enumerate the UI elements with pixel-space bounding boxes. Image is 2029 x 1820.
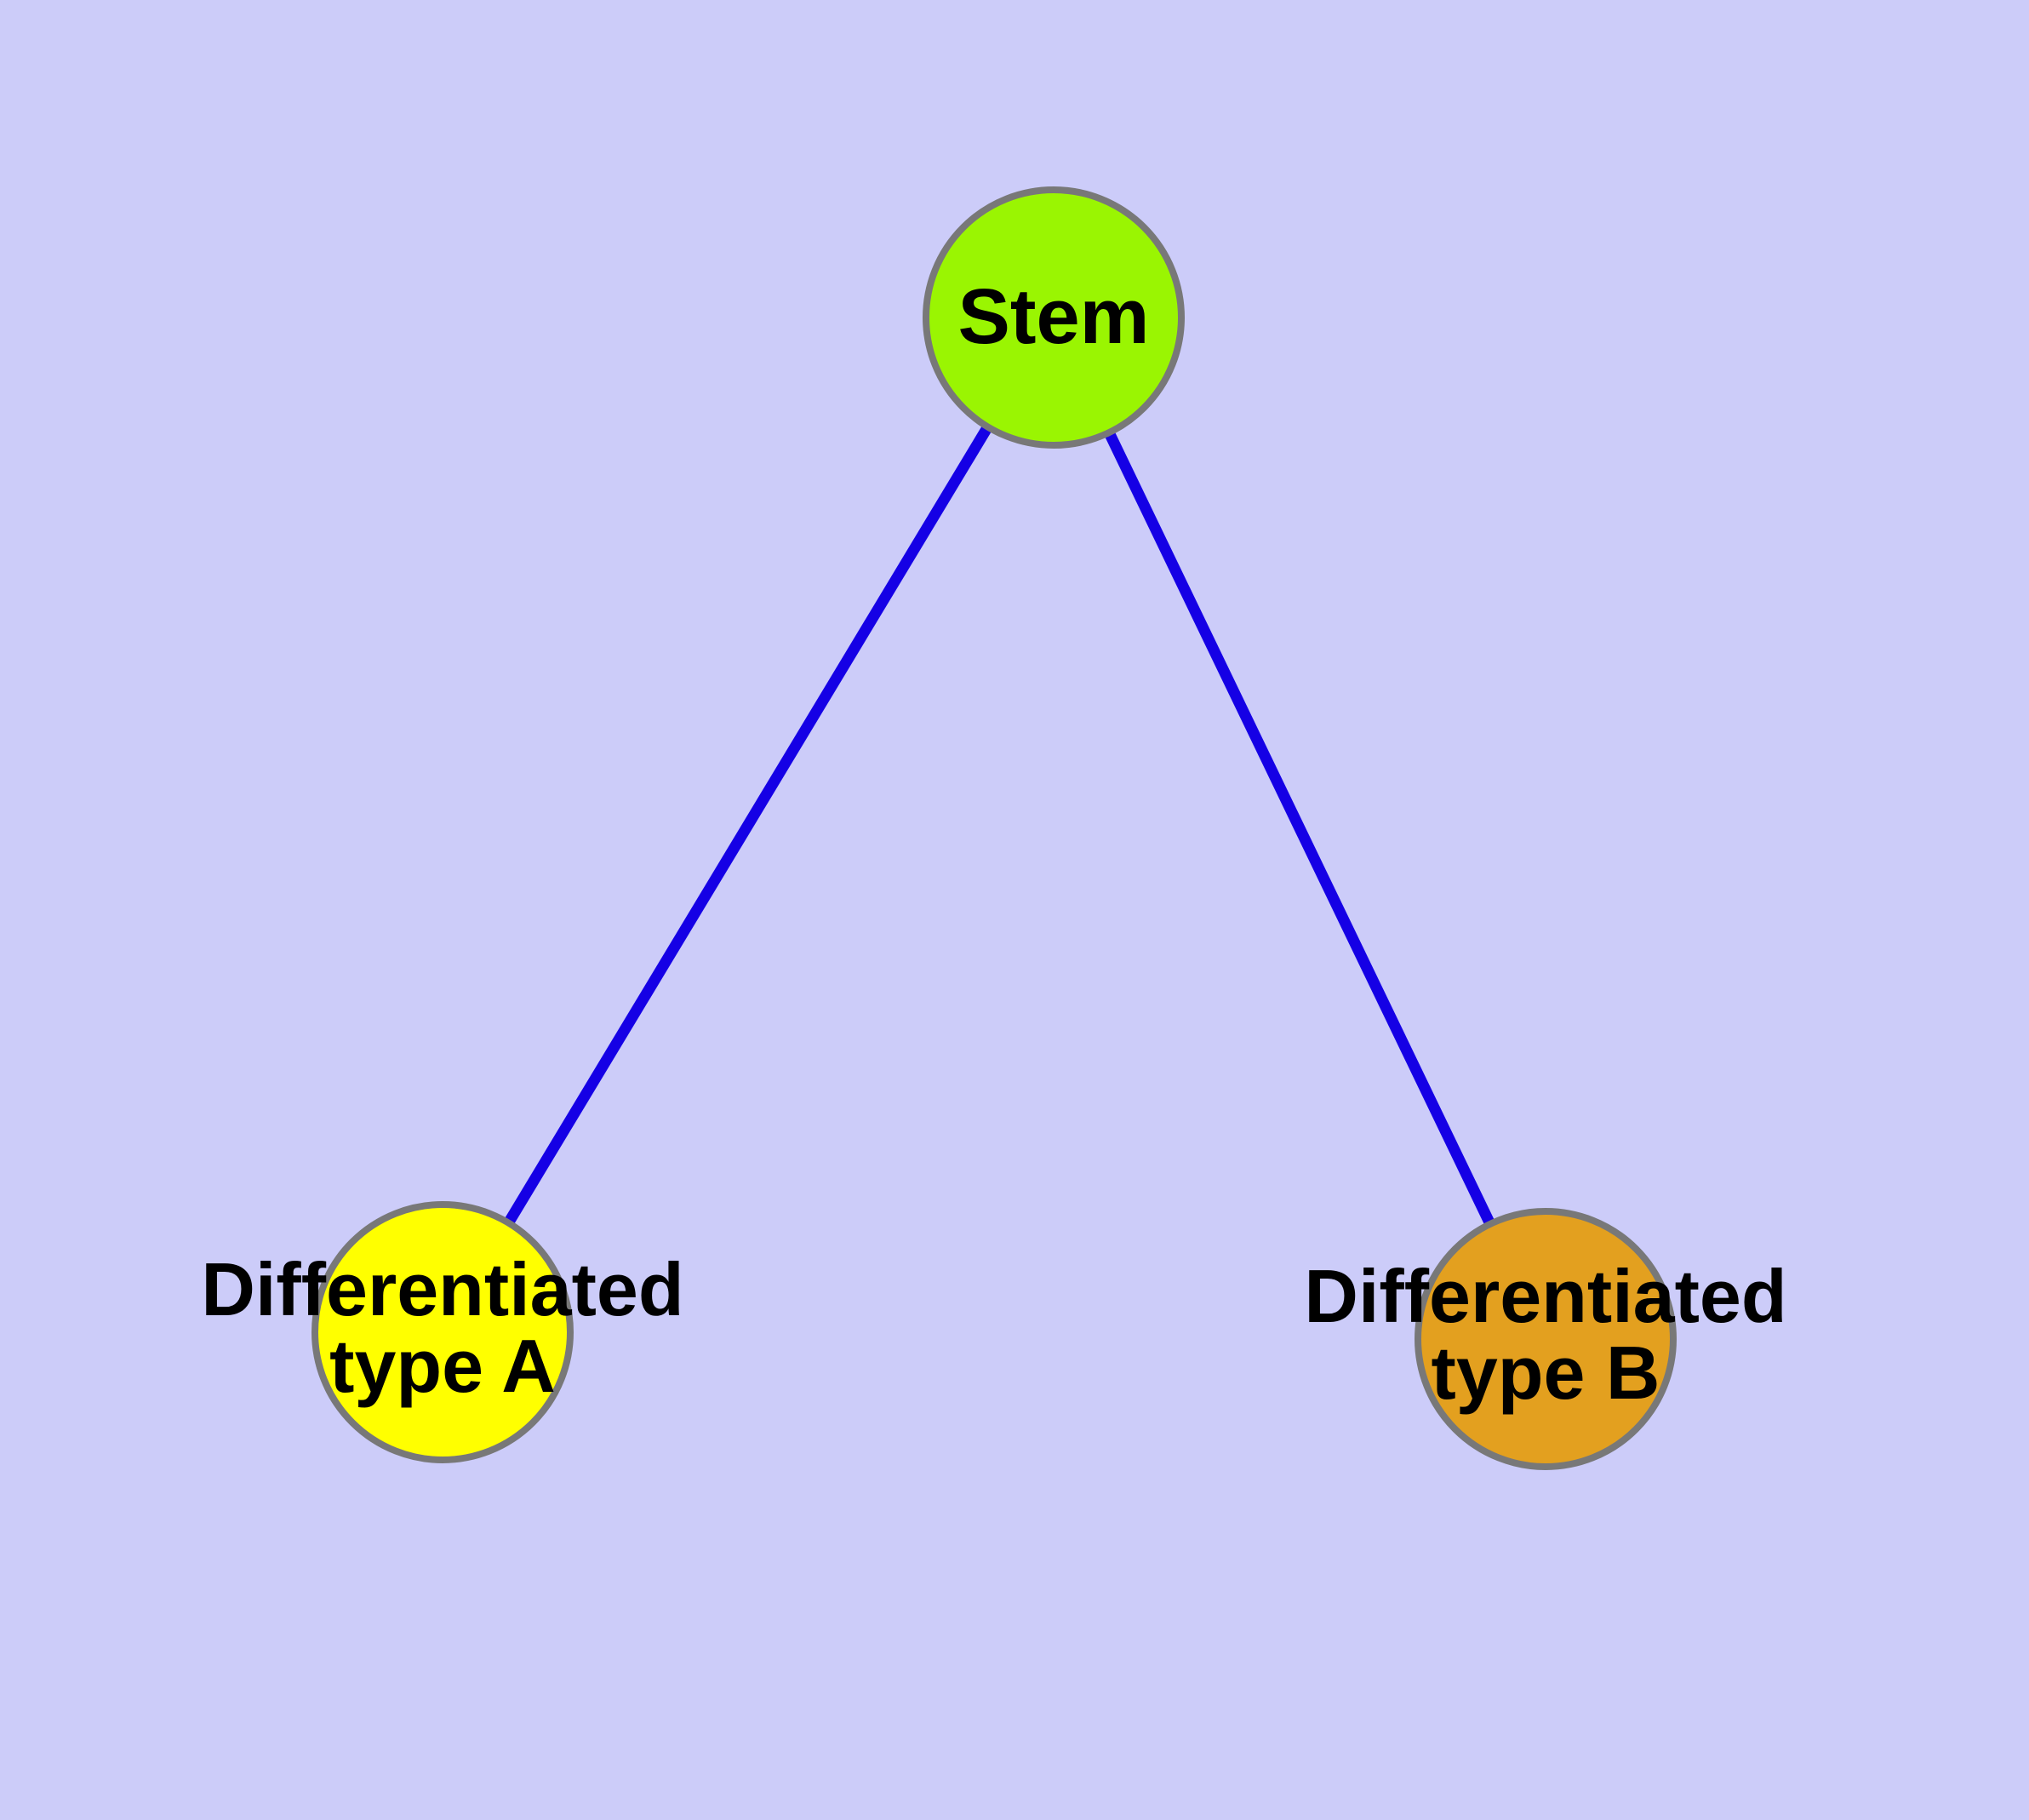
node-label-diff-a-line1: Differentiated xyxy=(201,1247,683,1331)
node-circle-stem[interactable] xyxy=(923,186,1185,449)
node-label-diff-b-line2: type B xyxy=(1432,1331,1660,1415)
node-label-stem-line1: Stem xyxy=(958,273,1150,360)
node-circle-diff-a[interactable] xyxy=(311,1201,574,1463)
graph-edge-stem-to-b[interactable] xyxy=(1105,432,1495,1225)
node-circle-diff-b[interactable] xyxy=(1415,1208,1677,1470)
edges-layer xyxy=(504,425,1495,1225)
graph-edge-stem-to-a[interactable] xyxy=(504,425,992,1225)
node-label-diff-b-line1: Differentiated xyxy=(1304,1254,1786,1338)
node-label-diff-a-line2: type A xyxy=(329,1324,556,1408)
graph-node-stem[interactable]: Stem xyxy=(923,186,1185,449)
